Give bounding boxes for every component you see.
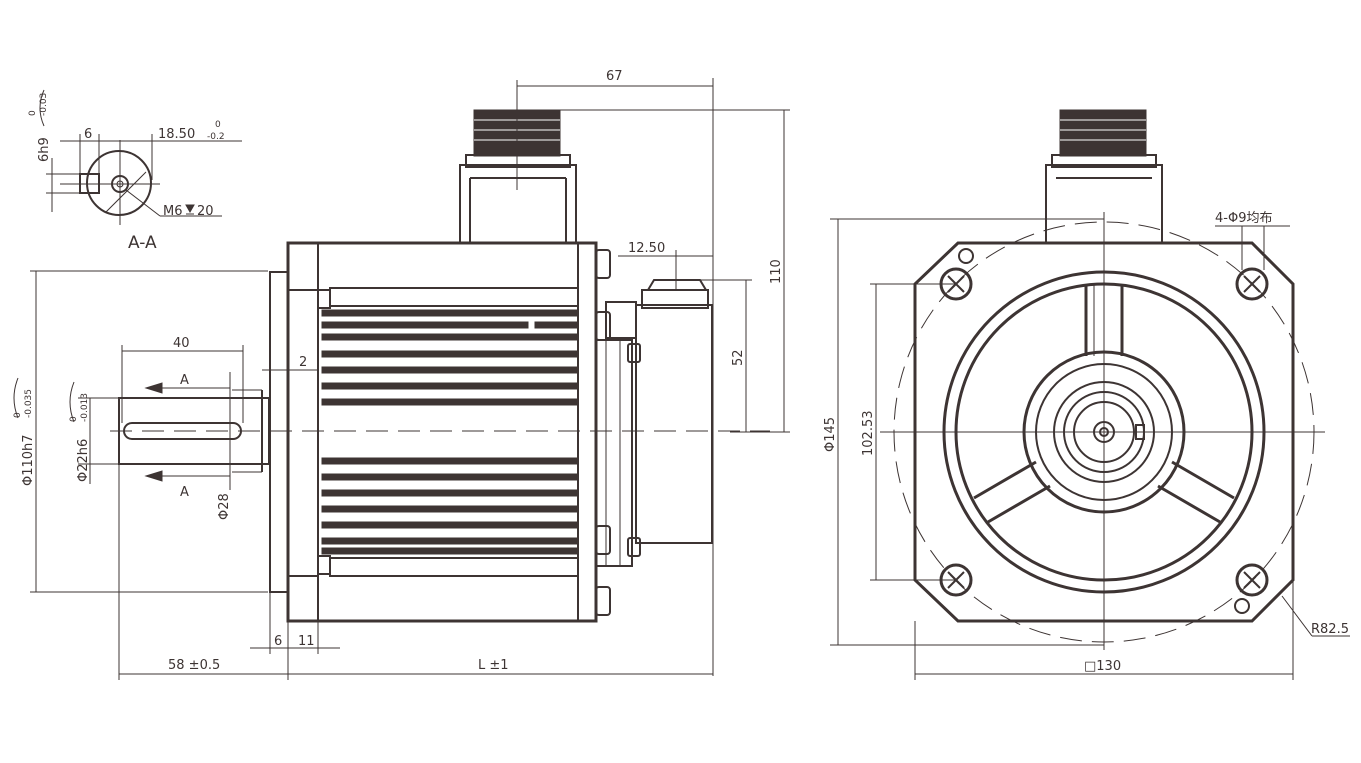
power-connector (459, 109, 577, 244)
shaft-section-circle (86, 150, 152, 216)
dim-pilot-dia: Φ110h7 (21, 434, 36, 486)
key-fit-tol-lower: -0.03 (39, 93, 49, 116)
mounting-hole-tr (1235, 267, 1269, 301)
dim-shoulder: 2 (299, 355, 307, 370)
depth-symbol-icon (185, 204, 195, 214)
front-view: Φ145 102.53 4-Φ9均布 □130 R82.5 (823, 109, 1350, 680)
holes-spec: 4-Φ9均布 (1215, 211, 1272, 226)
dim-bolt-spacing: 102.53 (861, 411, 876, 457)
dim-key-length: 40 (173, 336, 190, 351)
shaft-tol-lower: -0.013 (80, 393, 90, 422)
dim-connector-height: 110 (769, 259, 784, 284)
thread-label: M6 (163, 204, 183, 219)
key-depth-label: 18.50 (158, 127, 195, 142)
dim-square: □130 (1084, 659, 1121, 674)
side-view: 67 110 52 12.50 40 2 A A Φ110h7 (13, 69, 790, 680)
dim-shaft-length: 58 ±0.5 (168, 658, 220, 673)
dim-connector-offset: 67 (606, 69, 623, 84)
pilot-tol-upper: 0 (13, 412, 23, 418)
section-a-a-view: 6 18.50 0 -0.2 6h9 0 -0.03 M6 20 A-A (28, 89, 242, 253)
key-fit-label: 6h9 (37, 137, 52, 162)
encoder-housing (635, 304, 713, 544)
section-marker-bottom: A (180, 485, 189, 500)
key-depth-tol-lower: -0.2 (207, 132, 225, 142)
dim-body-length: L ±1 (478, 658, 509, 673)
dim-corner-radius: R82.5 (1311, 622, 1349, 637)
dim-bolt-circle: Φ145 (823, 417, 838, 452)
pilot-tol-lower: -0.035 (24, 389, 34, 418)
shaft-keyway (123, 422, 242, 440)
motor-housing (286, 241, 598, 623)
thread-depth-label: 20 (197, 204, 214, 219)
shaft-tol-upper: 0 (69, 416, 79, 422)
dim-hub-dia: Φ28 (217, 493, 232, 520)
section-arrow-bottom-icon (144, 470, 163, 482)
key-depth-tol-upper: 0 (215, 120, 221, 130)
front-power-connector (1045, 109, 1163, 244)
key-fit-tol-upper: 0 (28, 110, 38, 116)
square-flange (913, 241, 1295, 623)
section-title: A-A (128, 233, 157, 253)
encoder-connector (641, 289, 709, 309)
flange-plate (269, 271, 289, 593)
mounting-hole-br (1235, 563, 1269, 597)
key-width-label: 6 (84, 127, 92, 142)
dim-flange-thickness: 6 (274, 634, 282, 649)
cooling-fins-lower (321, 457, 579, 555)
dim-encoder-height: 52 (731, 349, 746, 366)
cooling-fins-upper (321, 309, 579, 406)
dim-flange-depth: 11 (298, 634, 315, 649)
dim-encoder-offset: 12.50 (628, 241, 665, 256)
section-arrow-top-icon (144, 382, 163, 394)
dim-shaft-dia: Φ22h6 (76, 439, 91, 482)
rear-cover (595, 339, 633, 567)
section-marker-top: A (180, 373, 189, 388)
